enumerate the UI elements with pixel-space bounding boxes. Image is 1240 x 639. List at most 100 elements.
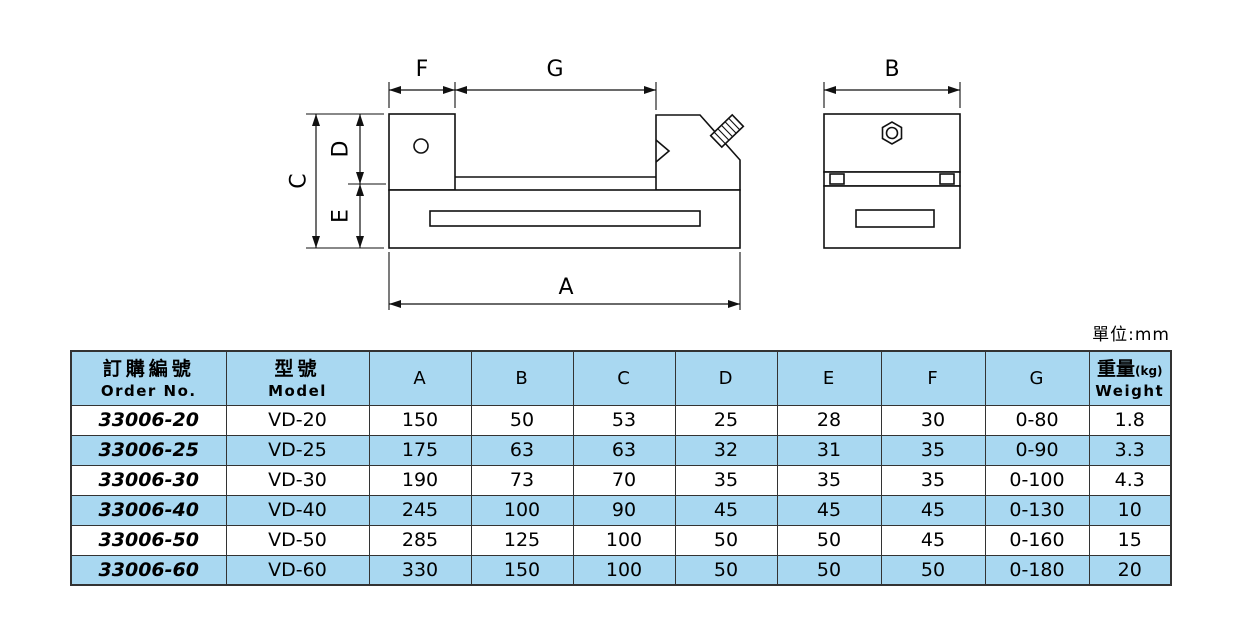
technical-drawing: F G B A C D E: [287, 57, 961, 310]
cell-value: 0-130: [984, 494, 1090, 526]
model-header-zh: 型號: [274, 357, 321, 380]
end-slot: [855, 209, 935, 228]
jaw-notch: [655, 139, 671, 163]
cell-weight: 1.8: [1088, 404, 1172, 436]
cell-model: VD-20: [225, 404, 370, 436]
cell-value: 73: [470, 464, 574, 496]
cell-value: 25: [674, 404, 778, 436]
cell-value: 0-100: [984, 464, 1090, 496]
cell-value: 330: [368, 554, 472, 586]
cell-value: 35: [880, 434, 986, 466]
col-header-b: B: [470, 350, 574, 406]
weight-header-zh: 重量: [1096, 357, 1135, 380]
dim-label-e: E: [329, 209, 354, 223]
cell-value: 63: [470, 434, 574, 466]
col-header-g: G: [984, 350, 1090, 406]
dim-label-f: F: [416, 57, 429, 82]
cell-value: 150: [368, 404, 472, 436]
fixed-jaw: [388, 113, 456, 191]
cell-model: VD-60: [225, 554, 370, 586]
cell-order: 33006-60: [70, 554, 227, 586]
col-header-e: E: [776, 350, 882, 406]
dim-label-d: D: [329, 141, 354, 158]
cell-weight: 4.3: [1088, 464, 1172, 496]
cell-value: 50: [880, 554, 986, 586]
cell-order: 33006-25: [70, 434, 227, 466]
cell-value: 150: [470, 554, 574, 586]
cell-value: 50: [674, 524, 778, 556]
cell-value: 190: [368, 464, 472, 496]
unit-label: 單位:mm: [1092, 325, 1170, 345]
table-row: 33006-60 VD-60 330 150 100 50 50 50 0-18…: [70, 554, 1172, 586]
cell-value: 285: [368, 524, 472, 556]
end-gib-right: [939, 173, 955, 185]
cell-weight: 10: [1088, 494, 1172, 526]
weight-header-unit: (kg): [1134, 363, 1163, 378]
cell-value: 45: [880, 524, 986, 556]
cell-order: 33006-20: [70, 404, 227, 436]
cell-value: 100: [572, 524, 676, 556]
cell-order: 33006-40: [70, 494, 227, 526]
cell-weight: 20: [1088, 554, 1172, 586]
spec-table: 訂購編號 Order No. 型號 Model A B C D E F G 重量…: [70, 350, 1172, 586]
weight-header-zh-line: 重量(kg): [1090, 357, 1171, 382]
cell-value: 50: [776, 554, 882, 586]
bolt-circle: [885, 126, 899, 140]
weight-header-en: Weight: [1095, 381, 1165, 400]
cell-value: 63: [572, 434, 676, 466]
order-header-en: Order No.: [100, 381, 197, 400]
order-header-zh: 訂購編號: [102, 357, 195, 380]
col-header-c: C: [572, 350, 676, 406]
cell-value: 50: [470, 404, 574, 436]
cell-value: 50: [776, 524, 882, 556]
cell-value: 90: [572, 494, 676, 526]
table-row: 33006-25 VD-25 175 63 63 32 31 35 0-90 3…: [70, 434, 1172, 466]
col-header-order: 訂購編號 Order No.: [70, 350, 227, 406]
table-row: 33006-50 VD-50 285 125 100 50 50 45 0-16…: [70, 524, 1172, 556]
cell-value: 35: [776, 464, 882, 496]
cell-value: 35: [674, 464, 778, 496]
cell-value: 0-80: [984, 404, 1090, 436]
table-row: 33006-20 VD-20 150 50 53 25 28 30 0-80 1…: [70, 404, 1172, 436]
cell-value: 50: [674, 554, 778, 586]
dim-label-b: B: [884, 57, 899, 82]
col-header-a: A: [368, 350, 472, 406]
dim-label-c: C: [287, 173, 312, 188]
jaw-hole: [413, 138, 429, 154]
col-header-f: F: [880, 350, 986, 406]
clamp-screw: [709, 113, 745, 149]
end-gib-left: [829, 173, 845, 185]
vise-base: [388, 189, 741, 249]
cell-value: 100: [470, 494, 574, 526]
dim-label-a: A: [558, 275, 573, 300]
cell-order: 33006-50: [70, 524, 227, 556]
cell-value: 53: [572, 404, 676, 436]
cell-value: 0-180: [984, 554, 1090, 586]
col-header-d: D: [674, 350, 778, 406]
cell-value: 70: [572, 464, 676, 496]
cell-value: 245: [368, 494, 472, 526]
header-row: 訂購編號 Order No. 型號 Model A B C D E F G 重量…: [70, 350, 1172, 406]
cell-value: 28: [776, 404, 882, 436]
cell-value: 45: [674, 494, 778, 526]
cell-value: 31: [776, 434, 882, 466]
cell-order: 33006-30: [70, 464, 227, 496]
cell-value: 45: [880, 494, 986, 526]
cell-value: 0-160: [984, 524, 1090, 556]
table-row: 33006-30 VD-30 190 73 70 35 35 35 0-100 …: [70, 464, 1172, 496]
cell-value: 175: [368, 434, 472, 466]
bolt-head-icon: [881, 121, 903, 145]
cell-value: 45: [776, 494, 882, 526]
table-row: 33006-40 VD-40 245 100 90 45 45 45 0-130…: [70, 494, 1172, 526]
cell-value: 0-90: [984, 434, 1090, 466]
col-header-model: 型號 Model: [225, 350, 370, 406]
cell-value: 35: [880, 464, 986, 496]
cell-weight: 3.3: [1088, 434, 1172, 466]
base-slot: [429, 210, 701, 227]
end-body: [823, 113, 961, 173]
end-view: [823, 113, 961, 249]
dim-label-g: G: [546, 57, 563, 82]
cell-model: VD-50: [225, 524, 370, 556]
col-header-weight: 重量(kg) Weight: [1088, 350, 1172, 406]
movable-jaw: [655, 114, 741, 191]
